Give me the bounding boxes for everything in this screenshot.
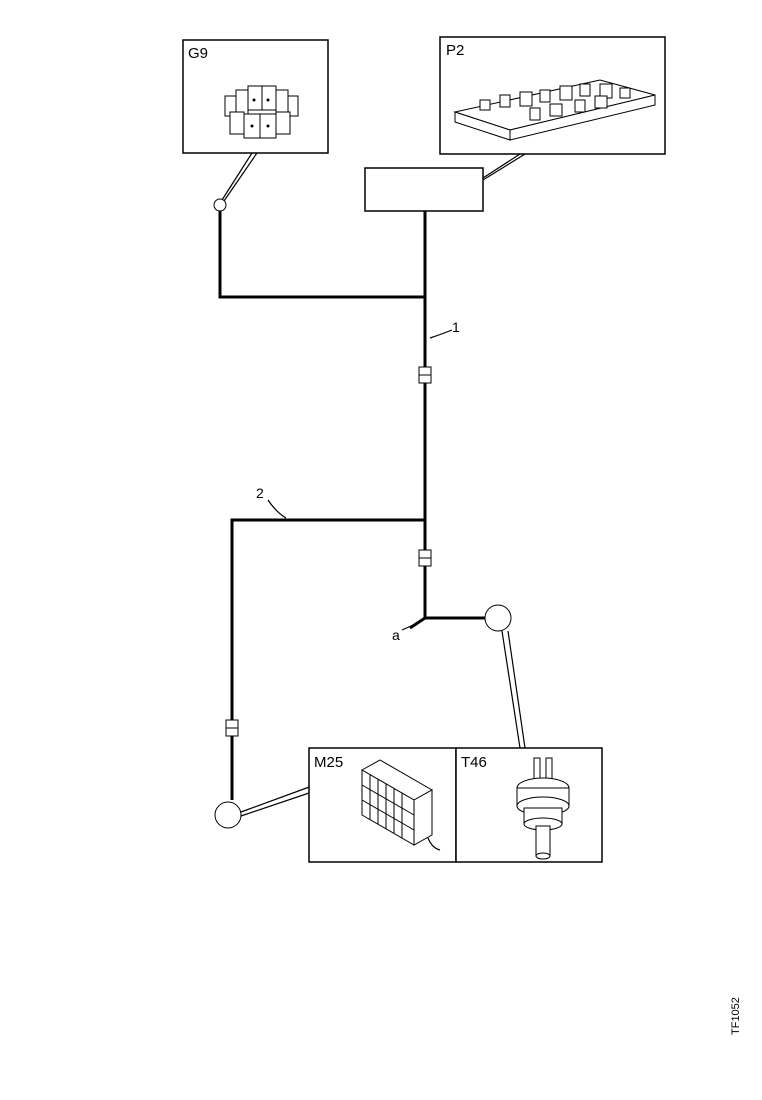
cooler-icon (360, 759, 441, 851)
temperature-sensor-icon (516, 757, 570, 860)
m25-leader (240, 785, 313, 817)
t46-inset: T46 (455, 747, 603, 863)
callout-2: 2 (256, 485, 287, 519)
g9-label: G9 (188, 45, 208, 62)
callout-a: a (392, 621, 421, 643)
callout-2-label: 2 (256, 485, 264, 501)
battery-icon (224, 85, 299, 139)
t46-connection-point (484, 604, 512, 632)
m25-inset: M25 (308, 747, 457, 863)
g9-connection-point (213, 198, 227, 212)
p2-inset: P2 (439, 36, 666, 155)
t46-leader (501, 630, 526, 749)
figure-code: TF1052 (730, 997, 742, 1035)
wire-connectors (225, 366, 432, 737)
g9-inset: G9 (182, 39, 329, 154)
control-unit-icon (453, 79, 656, 141)
m25-label: M25 (314, 754, 343, 771)
callout-a-label: a (392, 627, 400, 643)
p2-leader (482, 153, 526, 181)
m25-connection-point (214, 801, 242, 829)
callout-1-label: 1 (452, 319, 460, 335)
callout-1: 1 (429, 319, 460, 339)
control-unit-box (364, 167, 484, 212)
g9-leader (221, 152, 258, 202)
p2-label: P2 (446, 42, 464, 59)
t46-label: T46 (461, 754, 487, 771)
harness-wires (218, 211, 486, 800)
